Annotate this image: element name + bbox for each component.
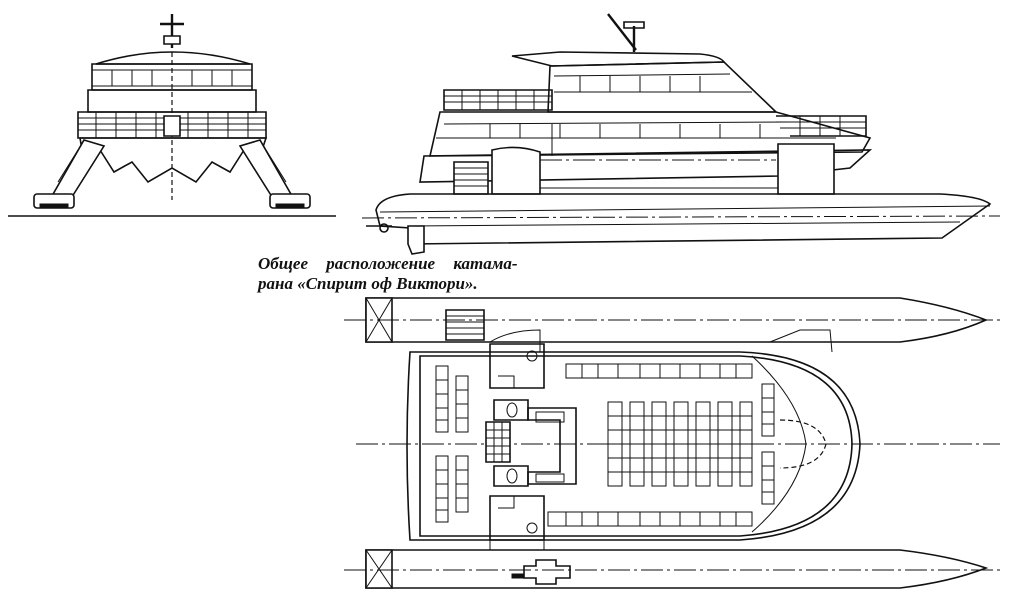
drawing-caption: Общее расположение катама- рана «Спирит …: [258, 254, 518, 294]
deck-plan-view: [344, 298, 1000, 588]
front-elevation-view: [8, 14, 336, 216]
caption-line-1: Общее расположение катама-: [258, 254, 518, 273]
side-elevation-view: [362, 14, 1000, 254]
caption-line-2: рана «Спирит оф Виктори».: [258, 274, 478, 293]
